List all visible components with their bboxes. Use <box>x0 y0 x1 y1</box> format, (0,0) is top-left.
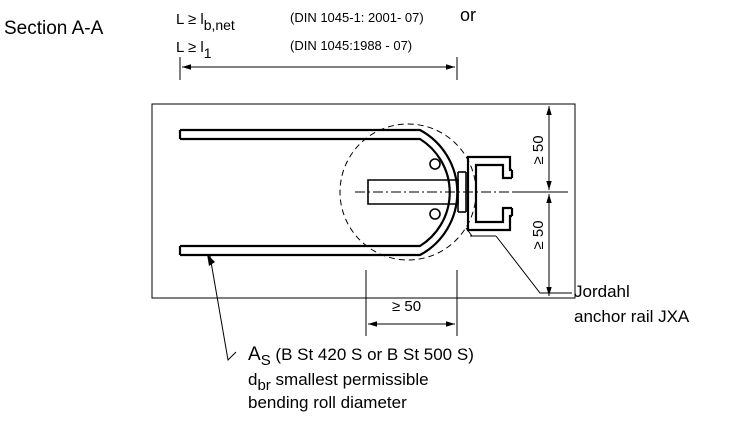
reinforcement-label-line3: bending roll diameter <box>248 393 407 412</box>
anchor-rail-label-line1: Jordahl <box>574 282 630 301</box>
bending-diameter-text: smallest permissible <box>271 370 429 389</box>
length-condition-1: L ≥ lb,net <box>176 11 235 33</box>
bending-diameter-subscript: br <box>257 377 270 394</box>
length-dimension <box>179 57 458 80</box>
anchor-rail-jxa <box>465 155 514 237</box>
reinforcement-loop <box>178 128 459 257</box>
concrete-section-outline <box>151 103 576 299</box>
bottom-spacing-dimension: ≥ 50 <box>530 220 547 249</box>
reinforcement-leader-arrow <box>207 254 215 266</box>
length-condition-1-subscript: b,net <box>204 17 235 33</box>
length-condition-2-standard: (DIN 1045:1988 - 07) <box>290 38 412 53</box>
reinforcement-grade-text: (B St 420 S or B St 500 S) <box>271 345 474 364</box>
length-condition-joiner: or <box>460 5 476 25</box>
reinforcement-label-line2: dbr smallest permissible <box>248 370 429 394</box>
rail-distance-value: ≥ 50 <box>392 298 421 315</box>
anchor-rail-label-line2: anchor rail JXA <box>574 307 690 326</box>
length-condition-2-subscript: 1 <box>204 45 212 61</box>
rail-distance-dimension <box>365 270 458 336</box>
reinforcement-leader <box>209 255 237 362</box>
top-spacing-dimension: ≥ 50 <box>530 135 547 164</box>
right-dimensions <box>512 103 568 299</box>
rebar-dot-top <box>429 158 441 170</box>
section-title: Section A-A <box>4 18 104 39</box>
length-condition-2-prefix: L ≥ l <box>176 39 204 56</box>
length-condition-2: L ≥ l1 <box>176 39 212 61</box>
reinforcement-symbol: A <box>248 344 261 365</box>
rebar-dot-bottom <box>429 208 441 220</box>
anchor-rail-leader <box>495 235 572 294</box>
reinforcement-symbol-subscript: S <box>261 352 271 369</box>
reinforcement-label-line1: AS (B St 420 S or B St 500 S) <box>248 344 474 369</box>
length-condition-1-prefix: L ≥ l <box>176 11 204 28</box>
length-condition-1-standard: (DIN 1045-1: 2001- 07) <box>290 10 424 25</box>
bending-diameter-symbol: d <box>248 370 257 389</box>
